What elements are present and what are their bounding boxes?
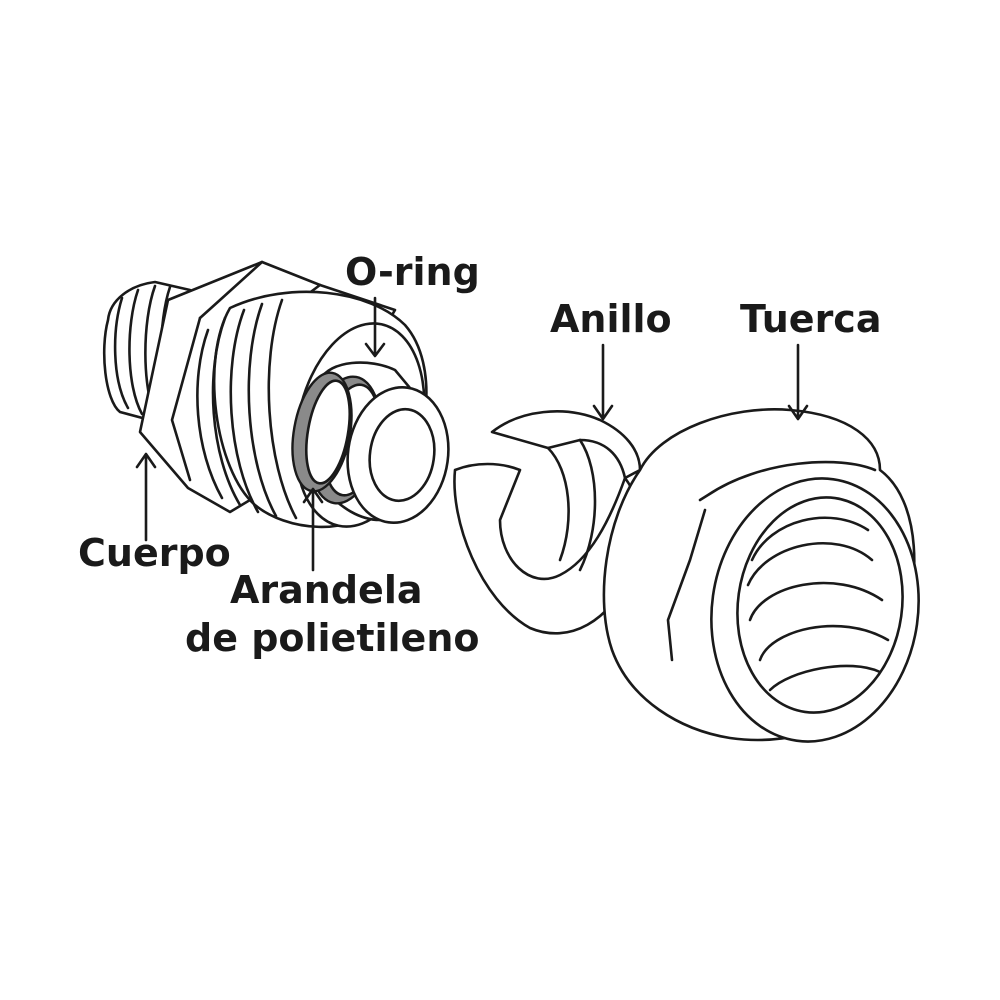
arrow-tuerca xyxy=(787,343,809,421)
tuerca-part xyxy=(602,408,920,743)
anillo-part xyxy=(453,410,642,635)
label-tuerca: Tuerca xyxy=(740,297,881,341)
label-oring: O-ring xyxy=(345,250,480,294)
arrow-oring xyxy=(364,296,386,358)
label-cuerpo: Cuerpo xyxy=(78,531,231,575)
arrow-arandela xyxy=(302,487,324,572)
cuerpo-part xyxy=(102,260,450,529)
label-anillo: Anillo xyxy=(550,297,672,341)
label-arandela-line2: de polietileno xyxy=(185,616,479,660)
arrow-anillo xyxy=(592,343,614,421)
label-arandela-line1: Arandela xyxy=(230,568,423,612)
arrow-cuerpo xyxy=(135,452,157,542)
